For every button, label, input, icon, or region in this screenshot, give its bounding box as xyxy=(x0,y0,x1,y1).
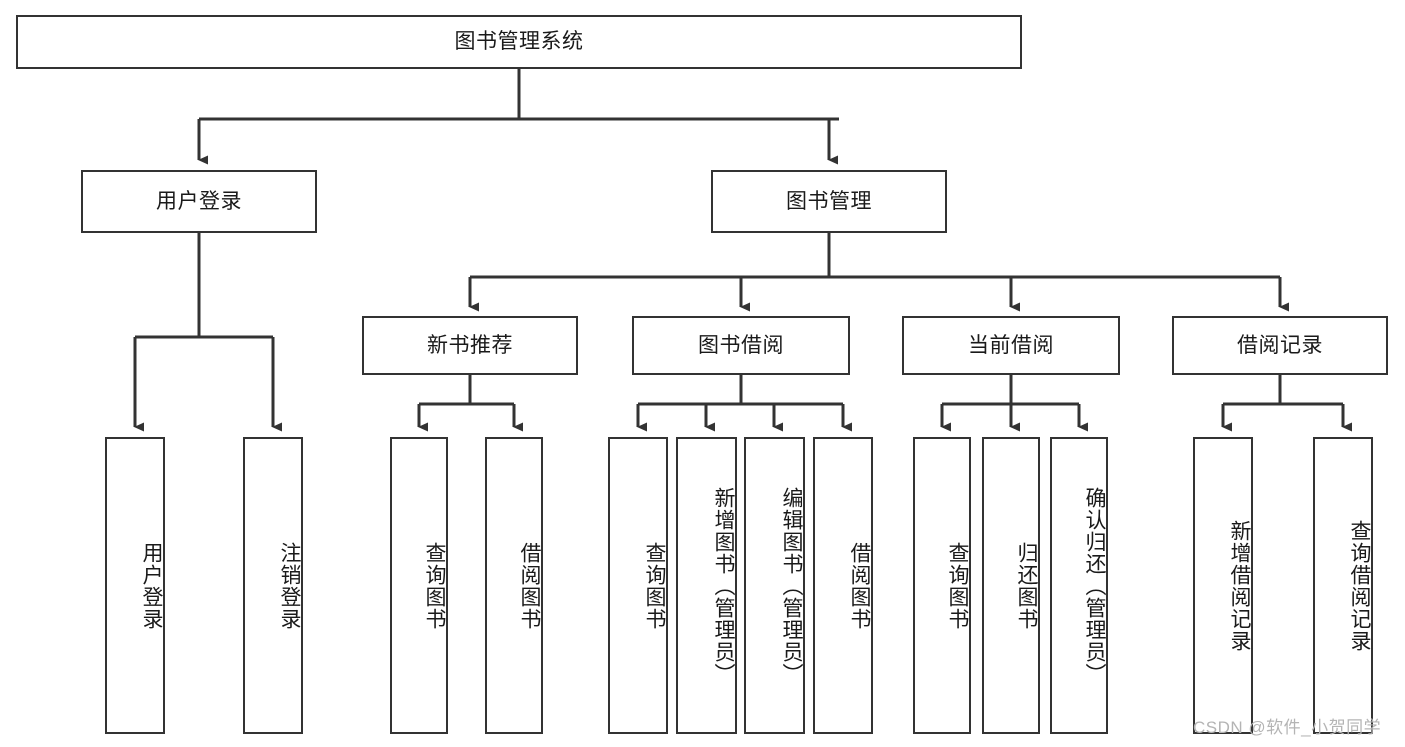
leaf-borrow-books-recommend[interactable]: 借阅图书 xyxy=(485,437,543,734)
node-book-management-label: 图书管理 xyxy=(786,189,872,213)
leaf-edit-book-admin[interactable]: 编辑图书（管理员） xyxy=(744,437,805,734)
node-root[interactable]: 图书管理系统 xyxy=(16,15,1022,69)
node-user-login-label: 用户登录 xyxy=(156,189,242,213)
node-book-borrow[interactable]: 图书借阅 xyxy=(632,316,850,375)
leaf-query-borrow-record[interactable]: 查询借阅记录 xyxy=(1313,437,1373,734)
leaf-label: 归还图书 xyxy=(1015,541,1038,630)
leaf-label: 确认归还（管理员） xyxy=(1083,486,1106,685)
node-book-management[interactable]: 图书管理 xyxy=(711,170,947,233)
node-borrow-records[interactable]: 借阅记录 xyxy=(1172,316,1388,375)
leaf-query-books-recommend[interactable]: 查询图书 xyxy=(390,437,448,734)
leaf-query-books-current[interactable]: 查询图书 xyxy=(913,437,971,734)
leaf-label: 查询图书 xyxy=(946,541,969,630)
leaf-add-book-admin[interactable]: 新增图书（管理员） xyxy=(676,437,737,734)
leaf-label: 查询图书 xyxy=(423,541,446,630)
leaf-logout[interactable]: 注销登录 xyxy=(243,437,303,734)
leaf-label: 编辑图书（管理员） xyxy=(780,486,803,685)
node-new-book-recommend-label: 新书推荐 xyxy=(427,333,513,357)
leaf-label: 新增借阅记录 xyxy=(1228,519,1251,652)
leaf-label: 查询借阅记录 xyxy=(1348,519,1371,652)
leaf-label: 查询图书 xyxy=(643,541,666,630)
leaf-label: 新增图书（管理员） xyxy=(712,486,735,685)
node-root-label: 图书管理系统 xyxy=(454,30,584,54)
node-borrow-records-label: 借阅记录 xyxy=(1237,333,1323,357)
node-book-borrow-label: 图书借阅 xyxy=(698,333,784,357)
leaf-label: 用户登录 xyxy=(140,541,163,630)
node-new-book-recommend[interactable]: 新书推荐 xyxy=(362,316,578,375)
leaf-return-books[interactable]: 归还图书 xyxy=(982,437,1040,734)
node-current-borrow-label: 当前借阅 xyxy=(968,333,1054,357)
leaf-user-login[interactable]: 用户登录 xyxy=(105,437,165,734)
csdn-watermark: CSDN @软件_小贺同学 xyxy=(1193,718,1382,737)
leaf-query-books-borrow[interactable]: 查询图书 xyxy=(608,437,668,734)
leaf-borrow-books[interactable]: 借阅图书 xyxy=(813,437,873,734)
leaf-label: 借阅图书 xyxy=(518,541,541,630)
leaf-label: 借阅图书 xyxy=(848,541,871,630)
leaf-confirm-return-admin[interactable]: 确认归还（管理员） xyxy=(1050,437,1108,734)
leaf-label: 注销登录 xyxy=(278,541,301,630)
node-current-borrow[interactable]: 当前借阅 xyxy=(902,316,1120,375)
node-user-login[interactable]: 用户登录 xyxy=(81,170,317,233)
leaf-add-borrow-record[interactable]: 新增借阅记录 xyxy=(1193,437,1253,734)
